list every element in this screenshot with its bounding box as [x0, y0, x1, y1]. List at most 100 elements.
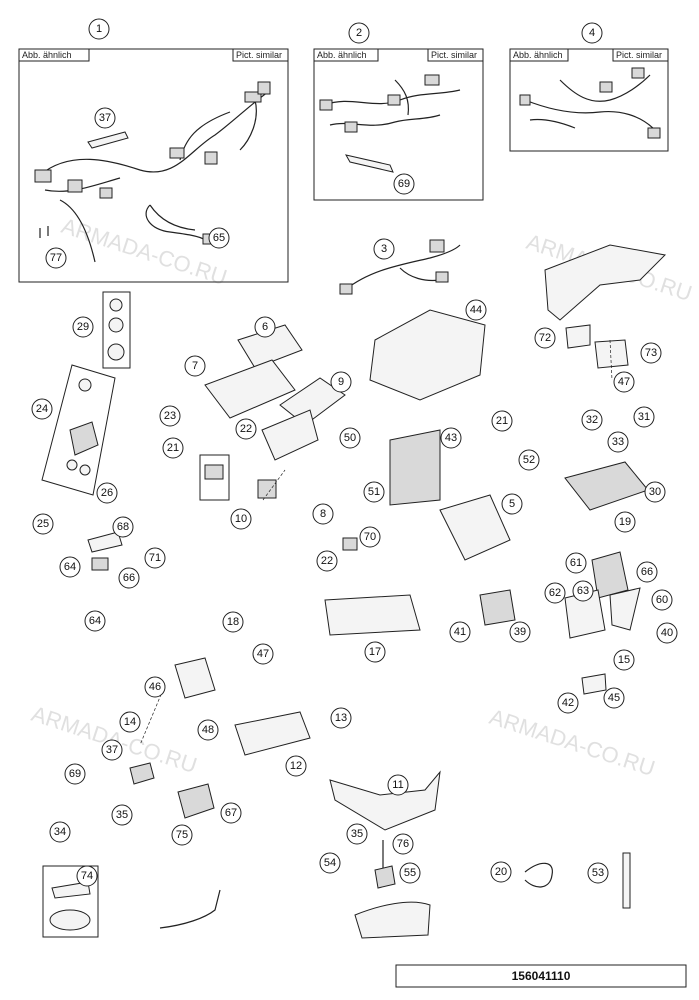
svg-text:41: 41 [454, 626, 466, 638]
callout-74: 74 [76, 865, 98, 887]
callout-76: 76 [392, 833, 414, 855]
label-pict-similar-2: Pict. similar [431, 50, 477, 60]
label-pict-similar-4: Pict. similar [616, 50, 662, 60]
variant-box-4: Abb. ähnlich Pict. similar [509, 48, 669, 152]
callout-47: 47 [252, 643, 274, 665]
strap-55 [622, 852, 631, 909]
bracket-46 [581, 673, 607, 695]
holder-22 [261, 409, 319, 461]
callout-23: 23 [159, 405, 181, 427]
svg-text:37: 37 [106, 744, 118, 756]
callout-64: 64 [59, 556, 81, 578]
svg-text:73: 73 [645, 347, 657, 359]
svg-text:46: 46 [149, 681, 161, 693]
svg-text:68: 68 [117, 521, 129, 533]
svg-text:48: 48 [202, 724, 214, 736]
callout-4: 4 [581, 22, 603, 44]
callout-51: 51 [363, 481, 385, 503]
callout-22: 22 [316, 550, 338, 572]
svg-text:50: 50 [344, 432, 356, 444]
callout-5: 5 [501, 493, 523, 515]
svg-text:22: 22 [321, 555, 333, 567]
watermark-3: ARMADA-CO.RU [486, 704, 658, 781]
svg-text:54: 54 [324, 857, 336, 869]
holder-15 [174, 657, 216, 699]
svg-text:47: 47 [618, 376, 630, 388]
ignition-lock-box-29 [102, 291, 131, 369]
relay-box-10 [199, 454, 230, 501]
harness-holder-39 [324, 594, 421, 636]
bracket-68 [87, 531, 123, 553]
svg-text:14: 14 [124, 716, 136, 728]
clip-72 [565, 324, 591, 349]
callout-26: 26 [96, 482, 118, 504]
svg-text:5: 5 [509, 498, 515, 510]
callout-43: 43 [440, 427, 462, 449]
svg-text:9: 9 [338, 376, 344, 388]
callout-41: 41 [449, 621, 471, 643]
callout-35: 35 [346, 823, 368, 845]
svg-text:53: 53 [592, 867, 604, 879]
cable-tie-54 [524, 862, 553, 888]
bracket-60 [609, 587, 641, 631]
svg-text:12: 12 [290, 760, 302, 772]
svg-text:3: 3 [381, 243, 387, 255]
watermark-4: ARMADA-CO.RU [28, 701, 200, 778]
svg-text:69: 69 [69, 768, 81, 780]
voltage-regulator-40 [479, 589, 516, 626]
svg-text:30: 30 [649, 486, 661, 498]
main-wiring-harness [39, 91, 269, 176]
callout-25: 25 [32, 513, 54, 535]
svg-text:72: 72 [539, 332, 551, 344]
svg-text:19: 19 [619, 516, 631, 528]
frame-section [354, 901, 431, 939]
harness-bracket-69 [345, 154, 394, 173]
svg-text:42: 42 [562, 697, 574, 709]
svg-text:33: 33 [612, 436, 624, 448]
svg-text:65: 65 [213, 232, 225, 244]
callout-66: 66 [636, 561, 658, 583]
svg-text:22: 22 [240, 423, 252, 435]
drawing-code-box [395, 964, 687, 988]
callout-8: 8 [312, 503, 334, 525]
svg-text:37: 37 [99, 112, 111, 124]
watermark-1: ARMADA-CO.RU [58, 213, 230, 290]
svg-text:67: 67 [225, 807, 237, 819]
callout-31: 31 [633, 406, 655, 428]
svg-text:51: 51 [368, 486, 380, 498]
callout-70: 70 [359, 526, 381, 548]
clip-74 [374, 865, 396, 889]
callout-14: 14 [119, 711, 141, 733]
callout-35: 35 [111, 804, 133, 826]
svg-text:55: 55 [404, 867, 416, 879]
svg-text:4: 4 [589, 27, 595, 39]
callout-50: 50 [339, 427, 361, 449]
drawing-code: 156041110 [512, 969, 571, 983]
callout-34: 34 [49, 821, 71, 843]
callout-64: 64 [84, 610, 106, 632]
callout-22: 22 [235, 418, 257, 440]
rear-frame-bracket [544, 244, 667, 321]
callout-6: 6 [254, 316, 276, 338]
label-abb-aehnlich-1: Abb. ähnlich [22, 50, 72, 60]
svg-text:24: 24 [36, 403, 48, 415]
callout-15: 15 [613, 649, 635, 671]
module-34 [177, 783, 215, 819]
svg-text:63: 63 [577, 585, 589, 597]
callout-7: 7 [184, 355, 206, 377]
callout-1: 1 [88, 18, 110, 40]
control-unit-22 [591, 551, 629, 599]
callout-45: 45 [603, 687, 625, 709]
callout-69: 69 [64, 763, 86, 785]
svg-text:52: 52 [523, 454, 535, 466]
callout-18: 18 [222, 611, 244, 633]
callout-48: 48 [197, 719, 219, 741]
svg-text:11: 11 [392, 779, 403, 791]
callout-2: 2 [348, 22, 370, 44]
svg-text:18: 18 [227, 616, 239, 628]
callout-32: 32 [581, 409, 603, 431]
svg-text:74: 74 [81, 870, 93, 882]
callout-3: 3 [373, 238, 395, 260]
svg-text:47: 47 [257, 648, 269, 660]
